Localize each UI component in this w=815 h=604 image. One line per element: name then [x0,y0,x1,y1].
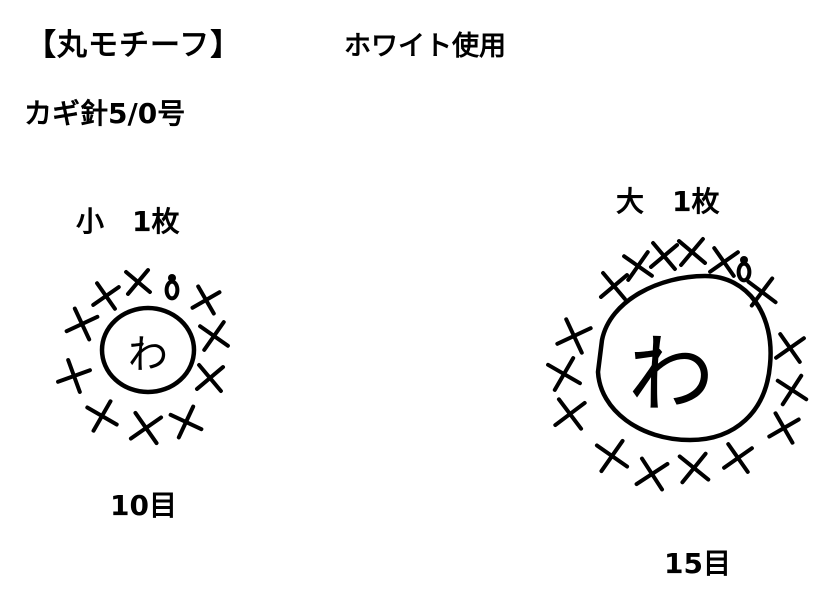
large-single-crochet-symbol [746,276,778,308]
small-motif-stitch-count: 10目 [110,489,177,522]
small-single-crochet-symbol [168,404,204,440]
hook-size-note: カギ針5/0号 [24,97,186,130]
small-single-crochet-symbol [128,410,164,446]
large-single-crochet-symbol [634,456,670,492]
large-stitch-marks [546,236,809,492]
large-single-crochet-symbol [555,317,593,355]
large-single-crochet-symbol [708,246,740,278]
small-magic-ring [99,305,197,395]
small-slip-chain-symbol [164,274,180,301]
large-single-crochet-symbol [767,411,801,445]
large-single-crochet-symbol [546,356,582,392]
large-motif-chart: わ [546,236,809,492]
small-single-crochet-symbol [194,362,226,394]
large-single-crochet-symbol [594,438,630,474]
large-ring-center-label: わ [628,325,714,425]
large-magic-ring [595,273,773,443]
large-single-crochet-symbol [553,397,587,431]
small-motif-label: 小 1枚 [76,205,180,238]
large-single-crochet-symbol [648,240,680,272]
large-motif-label: 大 1枚 [616,185,720,218]
small-single-crochet-symbol [64,306,100,342]
large-single-crochet-symbol [676,236,708,268]
large-single-crochet-symbol [622,250,654,282]
large-motif-stitch-count: 15目 [664,547,731,580]
large-single-crochet-symbol [774,332,806,364]
yarn-color-note: ホワイト使用 [344,31,506,62]
small-single-crochet-symbol [91,281,121,311]
small-single-crochet-symbol [56,358,92,394]
large-single-crochet-symbol [722,442,754,474]
small-motif-chart: わ [56,268,230,446]
small-single-crochet-symbol [124,268,152,296]
large-slip-chain-symbol [736,256,752,283]
large-single-crochet-symbol [598,270,630,302]
small-single-crochet-symbol [85,399,119,433]
large-single-crochet-symbol [775,373,809,407]
small-single-crochet-symbol [198,320,230,352]
small-stitch-marks [56,268,230,446]
small-single-crochet-symbol [190,284,222,316]
small-ring-center-label: わ [128,332,168,378]
large-single-crochet-symbol [677,451,711,485]
pattern-title: 【丸モチーフ】 [26,28,242,63]
